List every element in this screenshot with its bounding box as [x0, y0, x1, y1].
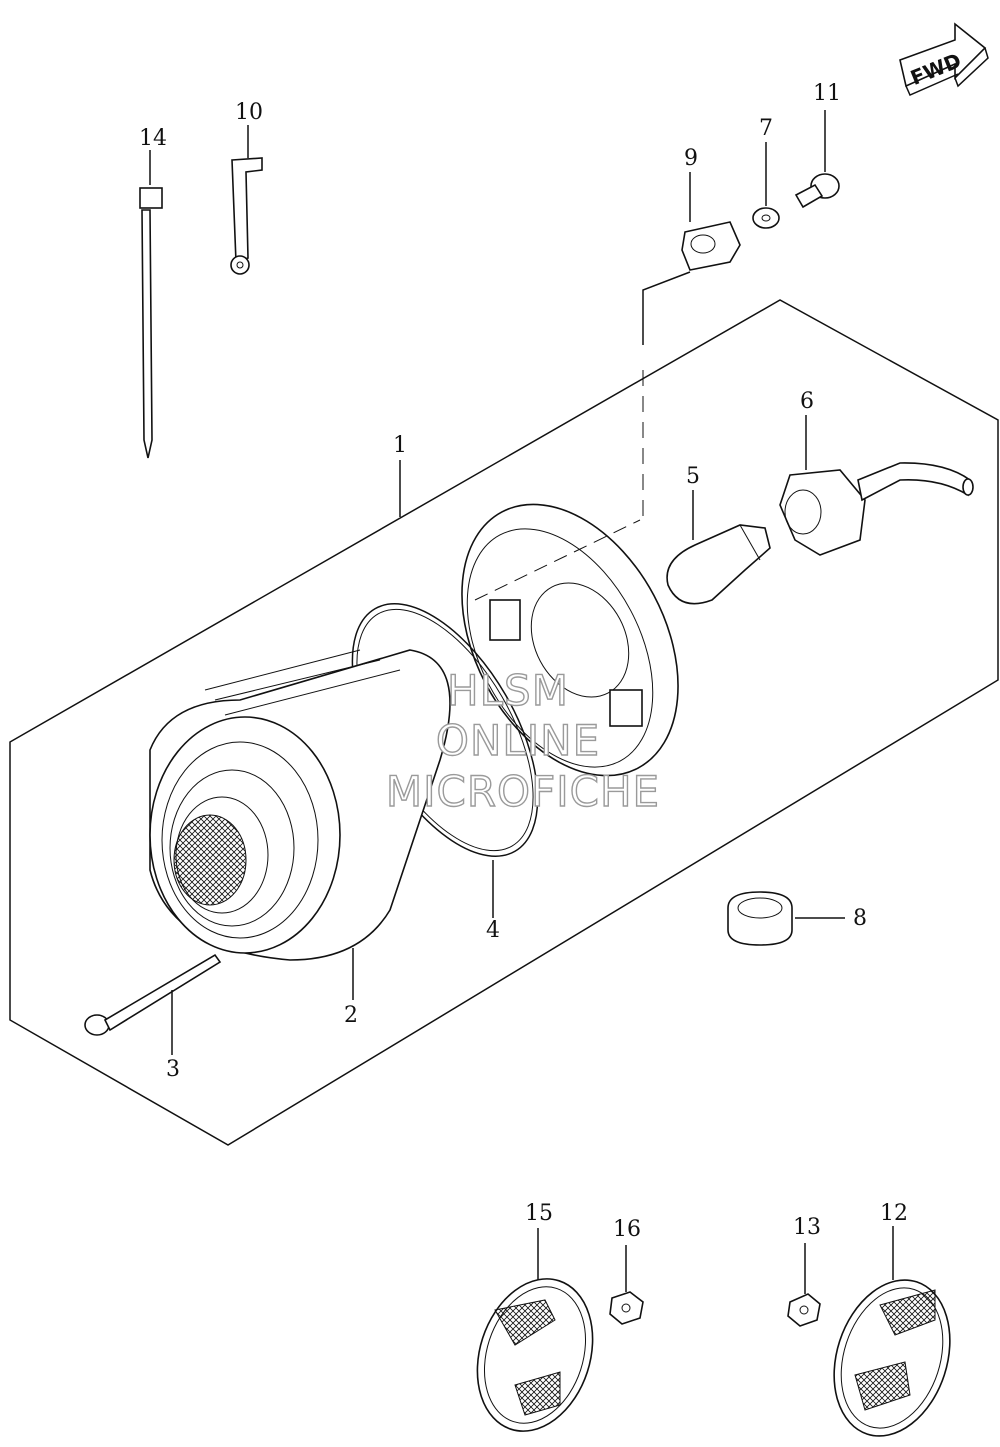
callout-4: 4 — [486, 918, 500, 943]
callout-14: 14 — [139, 126, 167, 151]
washer-7 — [752, 142, 780, 229]
callout-6: 6 — [800, 389, 814, 414]
lamp-housing — [461, 503, 679, 777]
callout-12: 12 — [880, 1201, 908, 1226]
watermark: HLSM ONLINE MICROFICHE — [385, 665, 660, 816]
callout-9: 9 — [684, 146, 698, 171]
watermark-line-2: ONLINE — [436, 716, 600, 765]
callout-2: 2 — [344, 1003, 358, 1028]
bulb-5 — [666, 490, 771, 605]
callout-7: 7 — [759, 116, 773, 141]
cable-tie — [139, 150, 163, 459]
callout-5: 5 — [686, 464, 700, 489]
callout-8: 8 — [853, 906, 867, 931]
screw-3 — [84, 953, 222, 1055]
fwd-arrow-icon: FWD — [899, 22, 989, 96]
callout-16: 16 — [613, 1217, 641, 1242]
callout-11: 11 — [813, 81, 841, 106]
watermark-line-1: HLSM — [447, 666, 569, 715]
lens-2 — [149, 649, 451, 1000]
callout-3: 3 — [166, 1057, 180, 1082]
grommet-8 — [727, 891, 845, 946]
bulb-socket-6 — [779, 415, 974, 556]
reflector-12 — [833, 1226, 951, 1437]
callout-13: 13 — [793, 1215, 821, 1240]
socket-nut-9 — [642, 172, 741, 520]
callout-15: 15 — [525, 1201, 553, 1226]
assembly-outline — [9, 299, 999, 1146]
nut-16 — [609, 1245, 644, 1325]
nut-13 — [787, 1243, 821, 1327]
clamp — [230, 125, 263, 275]
watermark-line-3: MICROFICHE — [386, 767, 660, 816]
callout-10: 10 — [235, 100, 263, 125]
screw-11 — [794, 110, 840, 209]
callout-labels: 1 2 3 4 5 6 7 8 9 10 11 12 13 14 15 16 — [139, 81, 908, 1242]
callout-1: 1 — [393, 433, 407, 458]
reflector-15 — [476, 1228, 594, 1432]
